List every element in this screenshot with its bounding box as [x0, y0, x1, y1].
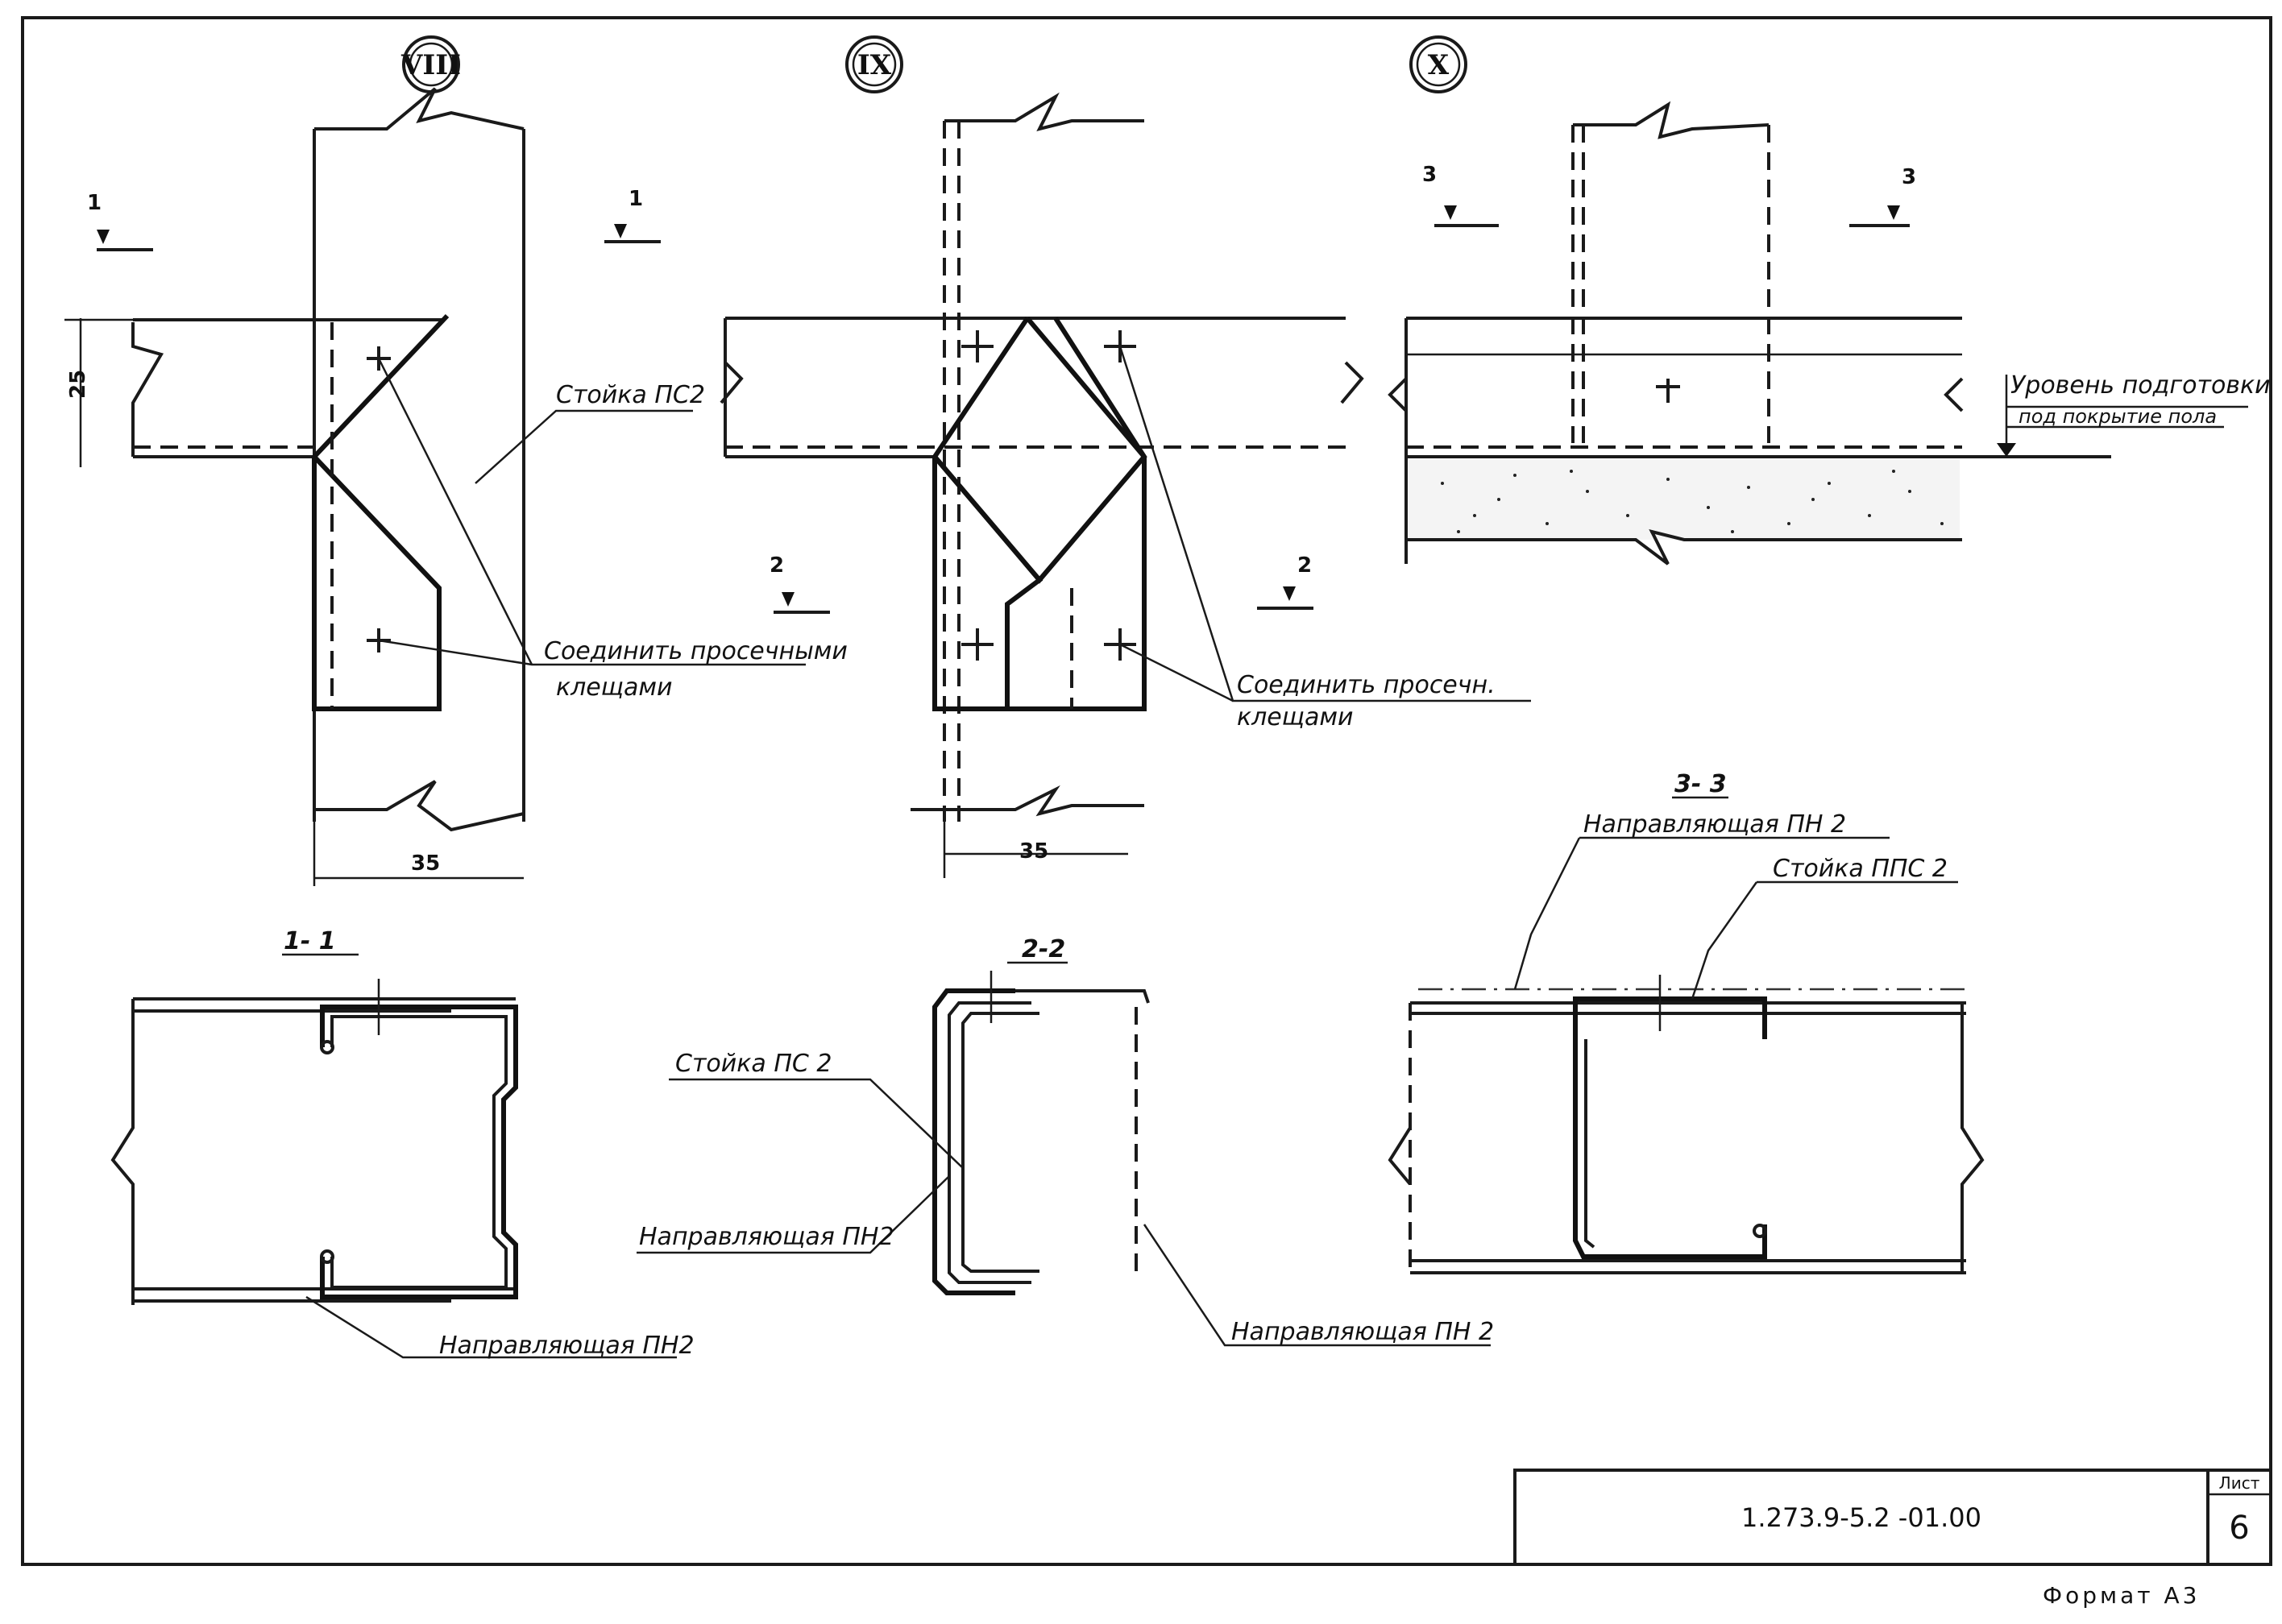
section-2-2-title: 2-2: [1022, 935, 1065, 963]
node-ix-label: IX: [857, 49, 892, 81]
section-3-3: [1388, 796, 1985, 1274]
section-3-3-title: 3- 3: [1674, 770, 1727, 798]
label-napr-b: Направляющая ПН2: [639, 1223, 894, 1251]
cut-1-left: 1: [87, 191, 102, 215]
sheet-number: 6: [2229, 1510, 2249, 1547]
label-connect-a-2: клещами: [556, 673, 673, 702]
label-connect-b-2: клещами: [1237, 703, 1354, 731]
label-level-2: под покрытие пола: [2019, 405, 2217, 428]
label-level-1: Уровень подготовки: [2010, 371, 2271, 400]
dim-35-a: 35: [411, 851, 440, 876]
node-ix-detail: IX: [720, 35, 1531, 878]
cut-3-left: 3: [1422, 163, 1437, 187]
label-napr-d: Направляющая ПН 2: [1583, 810, 1846, 839]
cut-1-right: 1: [629, 187, 643, 211]
section-1-1-title: 1- 1: [284, 927, 336, 955]
label-napr-a: Направляющая ПН2: [439, 1332, 695, 1360]
concrete-hatch: [1441, 470, 1944, 533]
node-x-label: X: [1428, 49, 1450, 81]
label-stoyka-ps2-b: Стойка ПС 2: [675, 1050, 832, 1078]
dim-25: 25: [66, 370, 90, 399]
sheet-label: Лист: [2219, 1473, 2260, 1493]
label-connect-b-1: Соединить просечн.: [1237, 671, 1496, 699]
label-connect-a-1: Соединить просечными: [544, 637, 848, 665]
label-stoyka-ps2-a: Стойка ПС2: [556, 381, 705, 409]
section-1-1: [110, 953, 677, 1359]
sheet-frame: [21, 16, 2272, 1566]
drawing-code: 1.273.9-5.2 -01.00: [1741, 1502, 1981, 1533]
section-2-2: [637, 961, 1491, 1347]
title-block: [1513, 1469, 2272, 1566]
node-viii-label: VIII: [400, 49, 461, 81]
node-x-detail: X: [1388, 35, 2248, 566]
cut-2-right: 2: [1297, 553, 1312, 578]
label-napr-c: Направляющая ПН 2: [1231, 1318, 1494, 1346]
cut-2-left: 2: [770, 553, 784, 578]
node-viii-detail: VIII: [64, 35, 806, 886]
dim-35-b: 35: [1019, 839, 1048, 864]
cut-3-right: 3: [1902, 165, 1916, 189]
label-stoyka-pps2: Стойка ППС 2: [1773, 855, 1948, 883]
format-label: Формат А3: [2043, 1582, 2200, 1609]
